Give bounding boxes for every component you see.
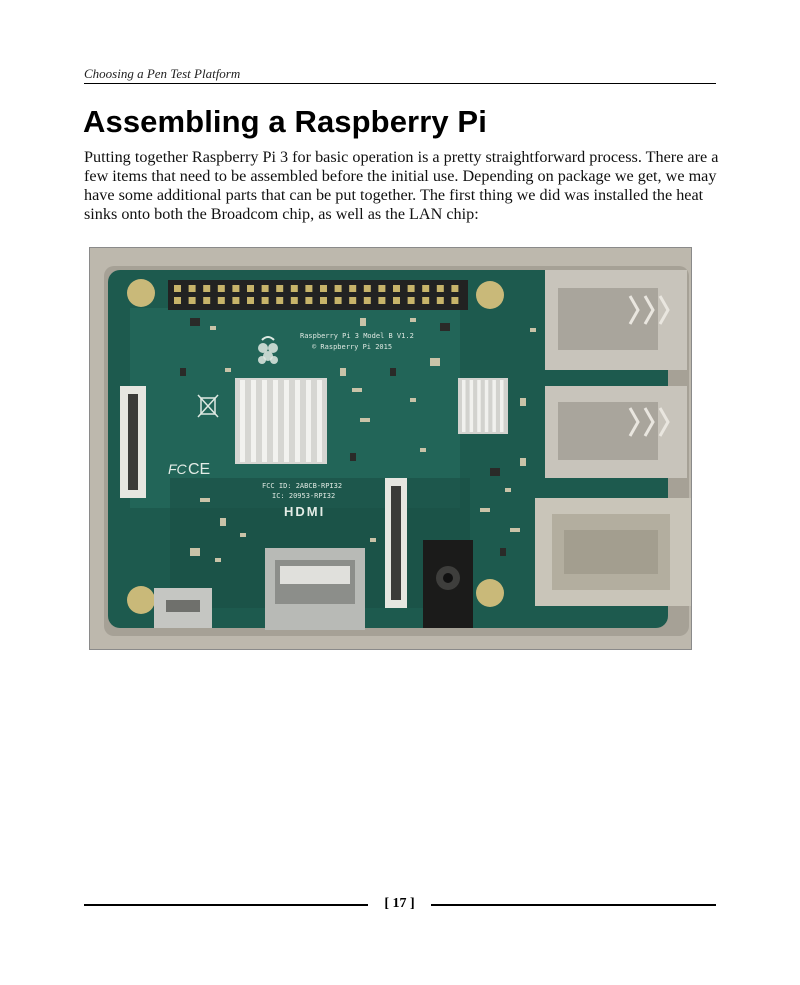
running-header: Choosing a Pen Test Platform [84, 66, 241, 81]
body-paragraph: Putting together Raspberry Pi 3 for basi… [84, 148, 719, 223]
mounting-hole-top-left [127, 279, 155, 307]
mounting-hole-top-right [476, 281, 504, 309]
mounting-hole-bottom-left [127, 586, 155, 614]
board-model-text: Raspberry Pi 3 Model B V1.2 [300, 332, 414, 340]
header-rule [84, 83, 716, 84]
raspberry-logo-icon [258, 336, 278, 364]
footer-rule-left [84, 904, 368, 906]
board-copyright-text: © Raspberry Pi 2015 [312, 343, 392, 351]
mounting-hole-bottom-right [476, 579, 504, 607]
audio-jack [423, 540, 473, 628]
ce-mark: CE [188, 461, 210, 478]
broadcom-heat-sink [235, 378, 327, 464]
page-number: [ 17 ] [384, 896, 415, 911]
camera-connector [385, 478, 407, 608]
fcc-id-text: FCC ID: 2ABCB-RPI32 [262, 482, 342, 490]
micro-usb-port [154, 588, 212, 628]
footer-rule-right [431, 904, 716, 906]
section-title: Assembling a Raspberry Pi [83, 104, 487, 139]
raspberry-pi-board-illustration: Raspberry Pi 3 Model B V1.2 © Raspberry … [90, 248, 691, 649]
hdmi-logo-text: HDMI [284, 504, 325, 519]
usb-port-bottom [545, 386, 687, 478]
fc-mark: FC [168, 461, 188, 477]
figure-raspberry-pi-photo: Raspberry Pi 3 Model B V1.2 © Raspberry … [89, 247, 692, 650]
display-connector [120, 386, 146, 498]
gpio-header [168, 280, 468, 310]
usb-port-top [545, 270, 687, 370]
hdmi-port [265, 548, 365, 630]
lan-chip-heat-sink [458, 378, 508, 434]
ethernet-port [535, 498, 691, 606]
weee-bin-icon [197, 394, 219, 418]
ic-text: IC: 20953-RPI32 [272, 492, 335, 500]
